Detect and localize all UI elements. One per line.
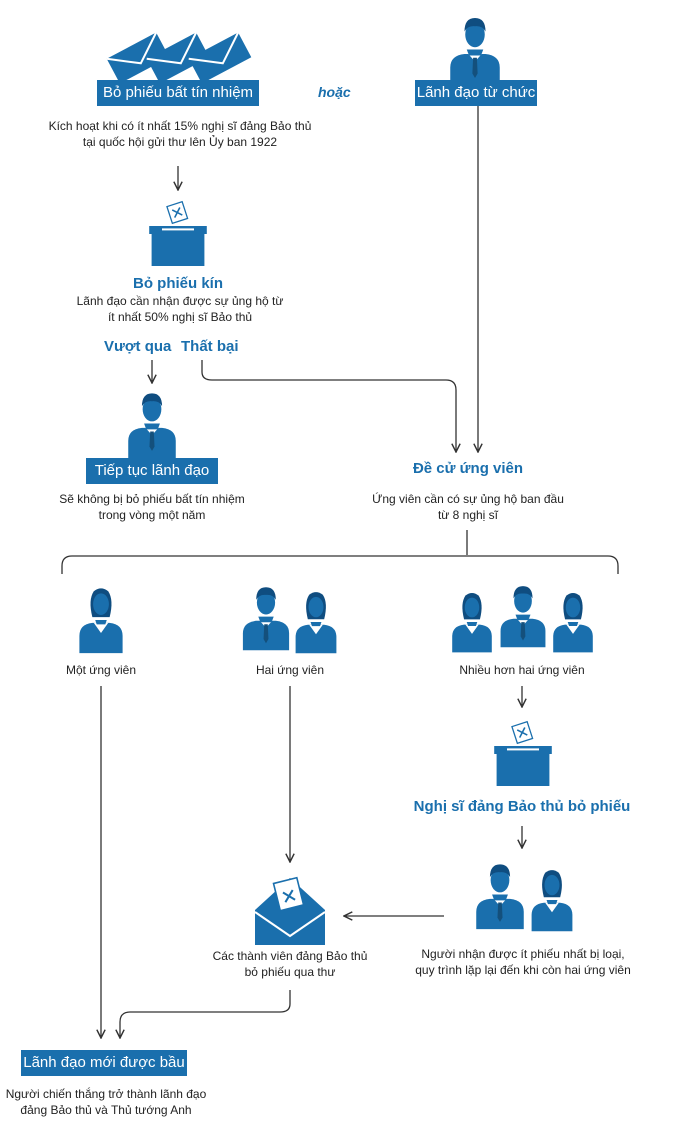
no-confidence-title: Bỏ phiếu bất tín nhiệm	[97, 80, 259, 106]
three-candidates-icon	[452, 586, 593, 653]
continue-desc-line1: Sẽ không bị bỏ phiếu bất tín nhiệm	[59, 492, 245, 506]
nomination-title: Đề cử ứng viên	[412, 460, 524, 477]
postal-vote-desc-line2: bỏ phiếu qua thư	[244, 965, 336, 979]
one-candidate-icon	[79, 588, 123, 654]
secret-ballot-desc-line1: Lãnh đạo cần nhận được sự ủng hộ từ	[76, 294, 284, 308]
arrow-postal-to-new-leader	[120, 990, 291, 1038]
mail-ballot-icon	[254, 876, 326, 945]
secret-ballot-title: Bỏ phiếu kín	[133, 275, 223, 292]
postal-vote-desc: Các thành viên đảng Bảo thủ bỏ phiếu qua…	[200, 948, 380, 980]
two-candidates-label: Hai ứng viên	[255, 663, 325, 677]
or-label: hoặc	[318, 84, 351, 100]
elimination-desc-line2: quy trình lặp lại đến khi còn hai ứng vi…	[415, 963, 631, 977]
fail-label: Thất bại	[181, 338, 239, 355]
continue-desc-line2: trong vòng một năm	[98, 508, 206, 522]
more-candidates-label: Nhiều hơn hai ứng viên	[459, 663, 585, 677]
new-leader-title: Lãnh đạo mới được bầu	[21, 1050, 187, 1076]
resign-person-icon	[450, 18, 500, 86]
pass-label: Vượt qua	[104, 338, 172, 355]
elimination-desc-line1: Người nhận được ít phiếu nhất bị loại,	[421, 947, 625, 961]
new-leader-desc: Người chiến thắng trở thành lãnh đạo đản…	[0, 1086, 212, 1118]
no-confidence-desc: Kích hoạt khi có ít nhất 15% nghị sĩ đản…	[20, 118, 340, 150]
continue-person-icon	[128, 393, 176, 459]
new-leader-desc-line1: Người chiến thắng trở thành lãnh đạo	[5, 1087, 207, 1101]
nomination-desc: Ứng viên cần có sự ủng hộ ban đầu từ 8 n…	[328, 491, 608, 523]
arrow-fail-to-nomination	[201, 360, 456, 452]
elimination-desc: Người nhận được ít phiếu nhất bị loại, q…	[405, 946, 641, 978]
bracket	[61, 555, 619, 574]
secret-ballot-desc: Lãnh đạo cần nhận được sự ủng hộ từ ít n…	[40, 293, 320, 325]
continue-desc: Sẽ không bị bỏ phiếu bất tín nhiệm trong…	[20, 491, 284, 523]
one-candidate-label: Một ứng viên	[65, 663, 137, 677]
no-confidence-desc-line2: tại quốc hội gửi thư lên Ủy ban 1922	[82, 135, 278, 149]
new-leader-desc-line2: đảng Bảo thủ và Thủ tướng Anh	[20, 1103, 192, 1117]
nomination-desc-line1: Ứng viên cần có sự ủng hộ ban đầu	[372, 492, 564, 506]
postal-vote-desc-line1: Các thành viên đảng Bảo thủ	[212, 949, 368, 963]
mp-vote-title: Nghị sĩ đảng Bảo thủ bỏ phiếu	[413, 798, 631, 815]
ballot-box-icon	[493, 720, 553, 787]
two-candidates-icon	[242, 587, 337, 654]
elimination-candidates-icon	[476, 864, 573, 932]
continue-title: Tiếp tục lãnh đạo	[86, 458, 218, 484]
envelope-icon	[105, 31, 253, 85]
secret-ballot-desc-line2: ít nhất 50% nghị sĩ Bảo thủ	[107, 310, 253, 324]
connector-lines	[61, 106, 619, 1038]
no-confidence-desc-line1: Kích hoạt khi có ít nhất 15% nghị sĩ đản…	[48, 119, 312, 133]
resign-title: Lãnh đạo từ chức	[415, 80, 537, 106]
nomination-desc-line2: từ 8 nghị sĩ	[437, 508, 499, 522]
ballot-box-icon	[148, 200, 208, 267]
